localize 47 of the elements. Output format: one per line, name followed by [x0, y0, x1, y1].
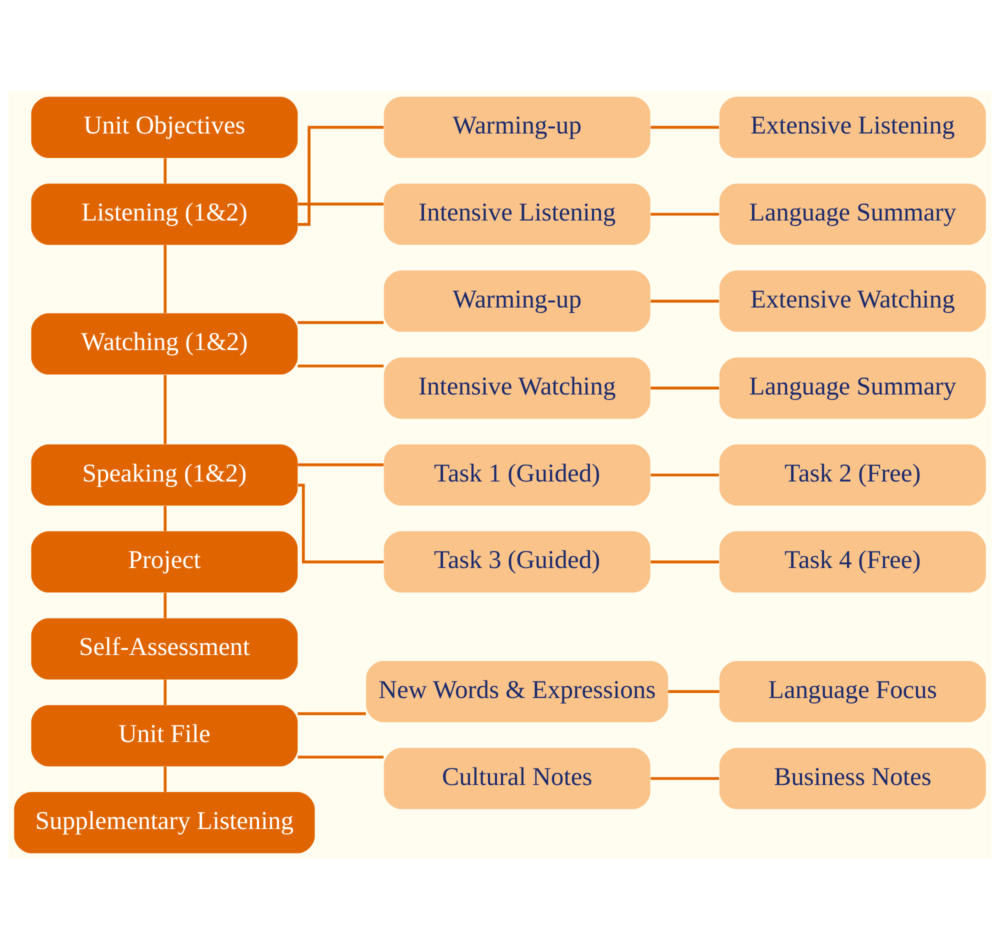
connector — [298, 484, 384, 564]
node-box: Extensive Listening — [719, 96, 986, 158]
node-box: Warming-up — [384, 96, 650, 158]
node-box: Language Focus — [719, 660, 986, 722]
connector — [164, 506, 167, 532]
connector — [164, 680, 167, 705]
connector — [650, 560, 719, 564]
connector — [298, 712, 366, 716]
node-box: New Words & Expressions — [366, 660, 668, 722]
node-box: Task 4 (Free) — [719, 531, 986, 593]
node-box: Unit File — [31, 705, 298, 766]
node-box: Listening (1&2) — [31, 184, 298, 245]
node-box: Unit Objectives — [31, 96, 298, 158]
connector — [164, 592, 167, 618]
connector — [164, 158, 167, 184]
connector — [298, 463, 384, 466]
node-box: Warming-up — [384, 270, 650, 332]
node-box: Task 1 (Guided) — [384, 444, 650, 506]
node-box: Language Summary — [719, 184, 986, 245]
connector — [650, 300, 719, 303]
node-box: Task 3 (Guided) — [384, 531, 650, 593]
connector — [668, 690, 720, 693]
node-box: Intensive Listening — [384, 184, 650, 245]
node-box: Task 2 (Free) — [719, 444, 986, 506]
connector — [650, 777, 719, 780]
connector — [650, 126, 719, 129]
node-box: Intensive Watching — [384, 357, 650, 419]
node-box: Project — [31, 531, 298, 593]
connector — [298, 126, 384, 226]
node-box: Supplementary Listening — [14, 792, 315, 854]
connector — [298, 321, 384, 324]
node-box: Watching (1&2) — [31, 313, 298, 375]
node-box: Business Notes — [719, 748, 986, 810]
connector — [650, 386, 719, 390]
connector — [298, 364, 384, 368]
connector — [164, 766, 167, 792]
connector — [650, 212, 719, 216]
node-box: Extensive Watching — [719, 270, 986, 332]
node-box: Cultural Notes — [384, 748, 650, 810]
connector — [650, 474, 719, 476]
connector — [298, 202, 384, 206]
node-box: Speaking (1&2) — [31, 444, 298, 506]
connector — [164, 374, 167, 444]
node-box: Self-Assessment — [31, 618, 298, 680]
connector — [164, 244, 167, 313]
connector — [298, 756, 384, 759]
node-box: Language Summary — [719, 357, 986, 419]
